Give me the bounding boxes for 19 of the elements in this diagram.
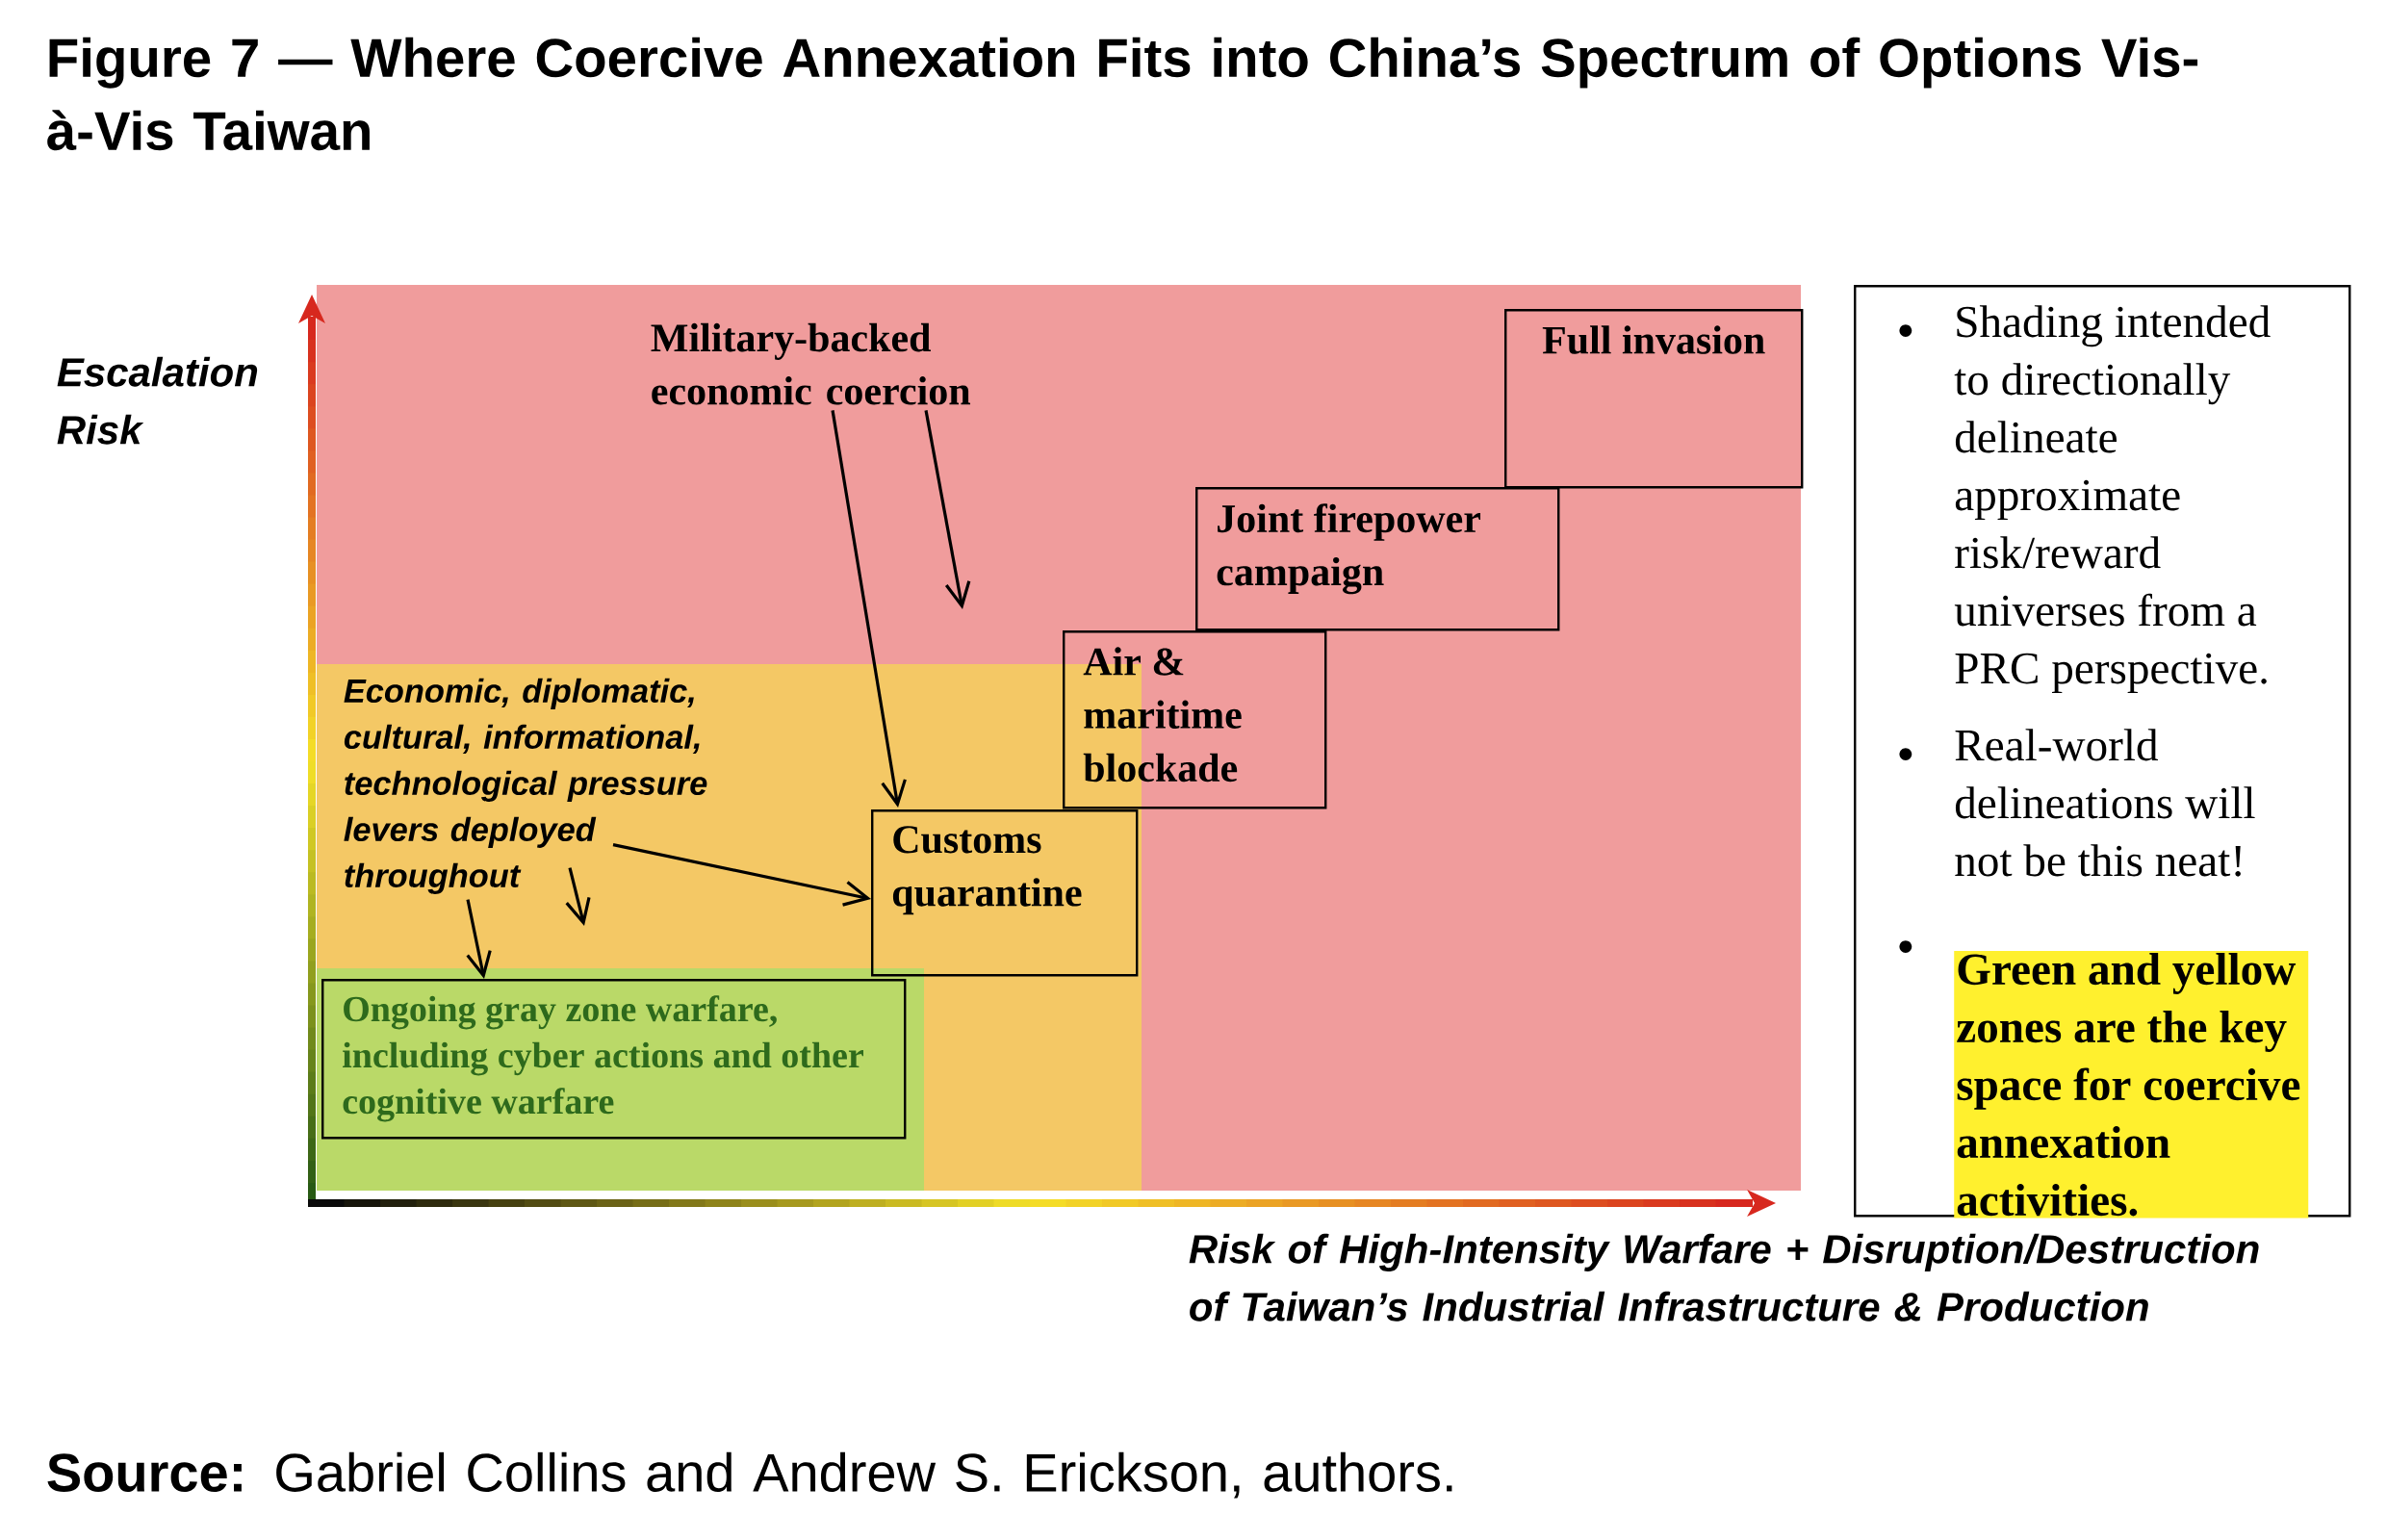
option-box: Ongoing gray zone warfare, including cyber actions and other cognitive warfare [321, 979, 907, 1140]
arrow [565, 867, 591, 927]
annotation-text: Military-backed economic coercion [651, 322, 971, 405]
option-box: Full invasion [1504, 309, 1804, 489]
note-panel [1854, 285, 2351, 1219]
bullet-text: Green and yellow zones are the key space for coercive annexation activities. [1954, 950, 2309, 1219]
option-box: Customs quarantine [871, 809, 1139, 977]
arrow [466, 899, 492, 980]
figure-title: Figure 7 — Where Coercive Annexation Fits into China’s Spectrum of Options Vis-à-Vis Taiwan [47, 37, 2198, 151]
bullet-text: Shading intended to directionally delineate approximate risk/reward universes from a PRC perspective. [1954, 305, 2271, 693]
arrow [924, 410, 971, 610]
arrow [612, 843, 872, 907]
option-box: Joint firepower campaign [1195, 487, 1560, 631]
annotation-text: Economic, diplomatic, cultural, informational, technological pressure levers deployed throughout [344, 678, 707, 894]
source-note: Source: Gabriel Collins and Andrew S. Erickson, authors. [47, 1451, 1452, 1499]
bullet-text: Real-world delineations will not be this neat! [1955, 729, 2255, 877]
axis-label: Escalation Risk [57, 356, 258, 445]
arrow [831, 410, 907, 808]
option-box: Air & maritime blockade [1063, 630, 1327, 809]
